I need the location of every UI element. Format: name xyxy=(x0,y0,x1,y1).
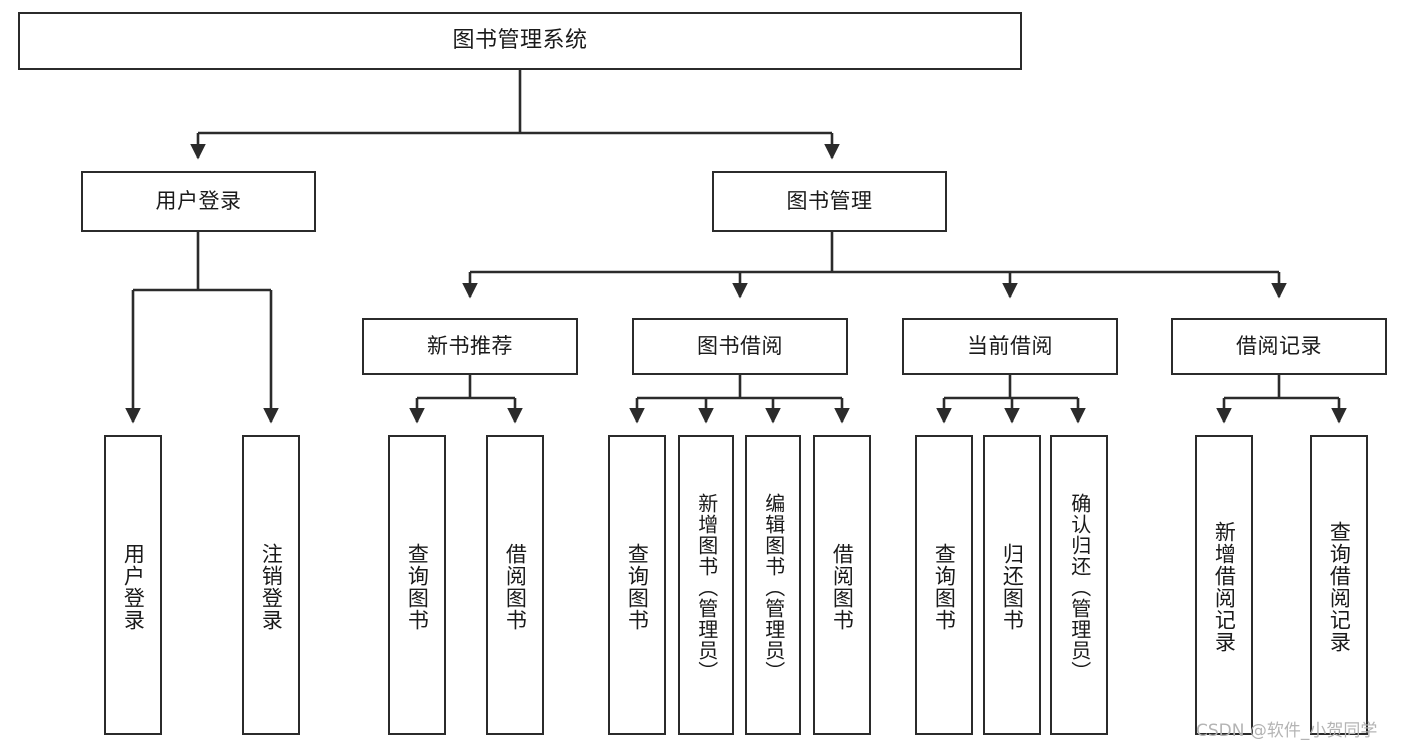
leaf-current-query-book[interactable]: 查询图书 xyxy=(915,435,973,735)
node-user-login[interactable]: 用户登录 xyxy=(81,171,316,232)
leaf-user-login-signin[interactable]: 用户登录 xyxy=(104,435,162,735)
node-label: 借阅记录 xyxy=(1236,333,1322,358)
leaf-record-add-record[interactable]: 新增借阅记录 xyxy=(1195,435,1253,735)
csdn-watermark: CSDN @软件_小贺同学 xyxy=(1196,721,1378,741)
node-label: 用户登录 xyxy=(121,543,146,631)
leaf-recommend-borrow-book[interactable]: 借阅图书 xyxy=(486,435,544,735)
node-borrow-record[interactable]: 借阅记录 xyxy=(1171,318,1387,375)
node-label: 新增图书（管理员） xyxy=(694,492,719,682)
node-label: 图书借阅 xyxy=(697,333,783,358)
node-label: 编辑图书（管理员） xyxy=(761,492,786,682)
leaf-record-query-record[interactable]: 查询借阅记录 xyxy=(1310,435,1368,735)
leaf-recommend-query-book[interactable]: 查询图书 xyxy=(388,435,446,735)
node-book-borrow[interactable]: 图书借阅 xyxy=(632,318,848,375)
leaf-current-return-book[interactable]: 归还图书 xyxy=(983,435,1041,735)
leaf-borrow-add-book-admin[interactable]: 新增图书（管理员） xyxy=(678,435,734,735)
node-label: 借阅图书 xyxy=(830,543,855,631)
leaf-borrow-edit-book-admin[interactable]: 编辑图书（管理员） xyxy=(745,435,801,735)
node-label: 确认归还（管理员） xyxy=(1067,492,1092,682)
leaf-borrow-query-book[interactable]: 查询图书 xyxy=(608,435,666,735)
node-root-system[interactable]: 图书管理系统 xyxy=(18,12,1022,70)
node-label: 当前借阅 xyxy=(967,333,1053,358)
node-book-management[interactable]: 图书管理 xyxy=(712,171,947,232)
node-label: 图书管理 xyxy=(786,188,873,213)
node-label: 用户登录 xyxy=(155,188,242,213)
leaf-current-confirm-return-admin[interactable]: 确认归还（管理员） xyxy=(1050,435,1108,735)
node-label: 查询图书 xyxy=(405,543,430,631)
node-label: 新增借阅记录 xyxy=(1212,521,1237,653)
node-label: 图书管理系统 xyxy=(452,27,588,53)
node-current-borrow[interactable]: 当前借阅 xyxy=(902,318,1118,375)
node-new-book-recommend[interactable]: 新书推荐 xyxy=(362,318,578,375)
leaf-borrow-borrow-book[interactable]: 借阅图书 xyxy=(813,435,871,735)
node-label: 归还图书 xyxy=(1000,543,1025,631)
node-label: 注销登录 xyxy=(259,543,284,631)
node-label: 查询借阅记录 xyxy=(1327,521,1352,653)
node-label: 查询图书 xyxy=(625,543,650,631)
node-label: 借阅图书 xyxy=(503,543,528,631)
node-label: 新书推荐 xyxy=(427,333,513,358)
leaf-user-login-logout[interactable]: 注销登录 xyxy=(242,435,300,735)
node-label: 查询图书 xyxy=(932,543,957,631)
